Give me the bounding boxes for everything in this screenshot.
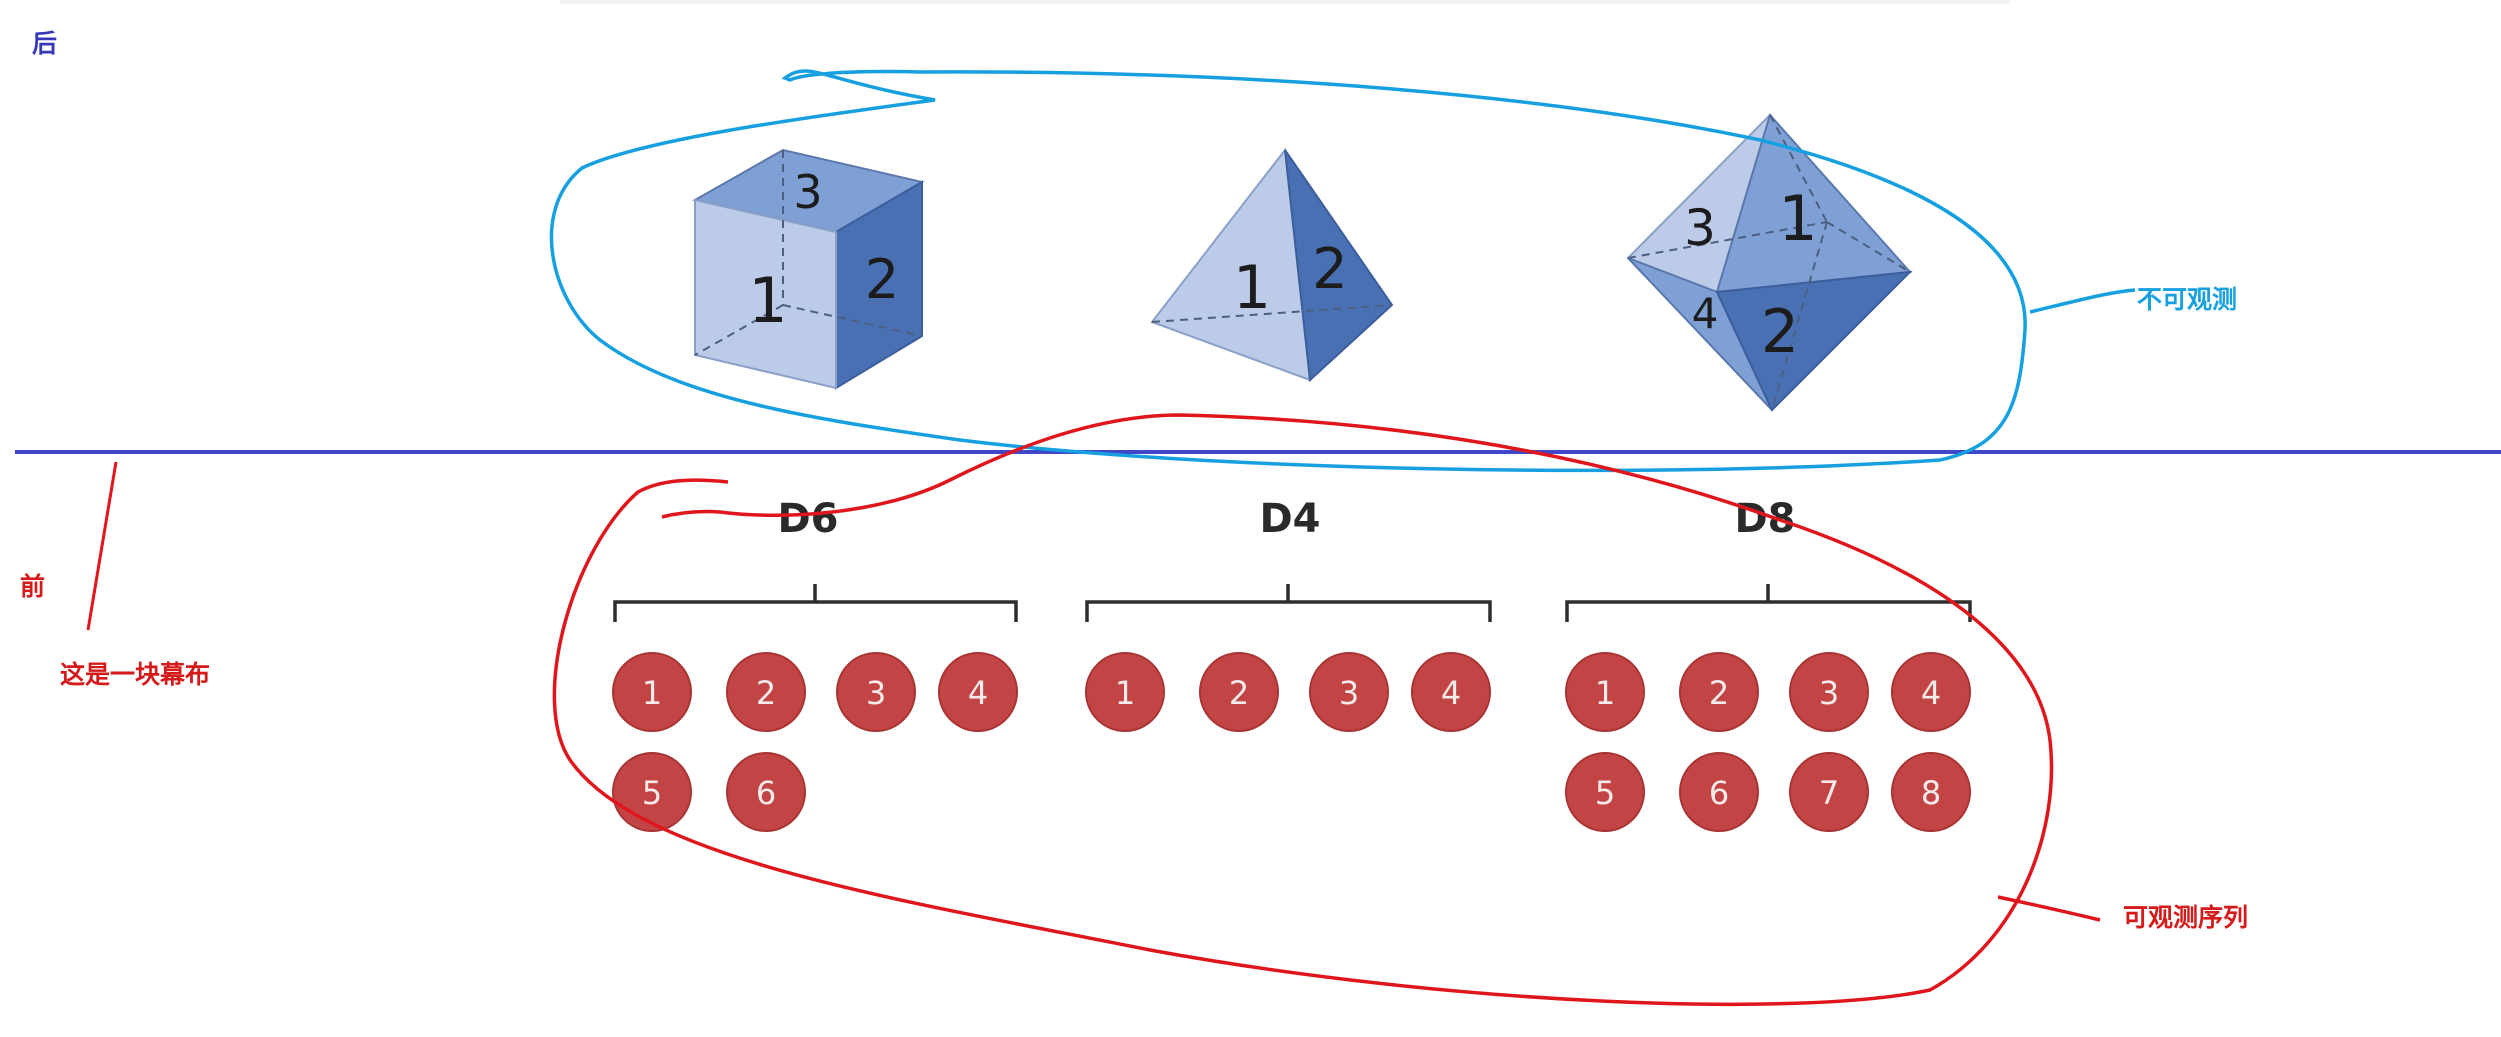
screen-note-pointer	[86, 461, 118, 631]
outcome-ball	[726, 752, 806, 832]
top-strip	[560, 0, 2010, 4]
d4-tetrahedron: 1 2	[1150, 147, 1394, 383]
outcome-ball	[836, 652, 916, 732]
hidden-states-loop	[549, 69, 2027, 473]
outcome-ball-label: 6	[756, 774, 776, 812]
observable-label: 可观测序列	[2123, 903, 2248, 932]
d8-face-number: 3	[1684, 199, 1716, 257]
outcome-ball	[612, 652, 692, 732]
outcome-ball-label: 4	[968, 674, 988, 712]
d6-hidden-edge	[782, 304, 923, 337]
outcome-ball-label: 2	[1709, 674, 1729, 712]
outcome-ball	[1199, 652, 1279, 732]
d8-brace	[1565, 584, 1972, 622]
d8-lower-right-face	[1715, 270, 1913, 412]
d4-face-number: 2	[1312, 237, 1348, 302]
outcome-ball	[1891, 652, 1971, 732]
d6-face-number: 2	[865, 248, 899, 311]
d4-right-face	[1284, 149, 1394, 383]
observable-sequence-loop	[552, 413, 2054, 1007]
d4-face-number: 1	[1233, 253, 1271, 323]
outcome-ball	[1789, 752, 1869, 832]
d6-title: D6	[777, 496, 838, 542]
outcome-ball-label: 1	[1595, 674, 1615, 712]
back-label: 后	[32, 29, 57, 58]
outcome-ball-label: 4	[1441, 674, 1461, 712]
hidden-label-pointer	[2029, 288, 2136, 314]
d8-title: D8	[1734, 496, 1795, 542]
outcome-ball	[1679, 752, 1759, 832]
outcome-ball	[1565, 752, 1645, 832]
outcome-ball-label: 1	[1115, 674, 1135, 712]
braces	[613, 584, 1972, 622]
d8-face-number: 1	[1778, 182, 1817, 255]
outcome-ball-label: 2	[756, 674, 776, 712]
d4-title: D4	[1259, 496, 1320, 542]
outcome-ball	[726, 652, 806, 732]
d8-hidden-edge	[1627, 221, 1828, 259]
outcome-ball-label: 5	[1595, 774, 1615, 812]
outcome-ball	[1085, 652, 1165, 732]
d6-brace	[613, 584, 1018, 622]
d8-hidden-edge	[1826, 221, 1911, 273]
outcome-ball	[1411, 652, 1491, 732]
outcome-ball-label: 8	[1921, 774, 1941, 812]
hidden-label: 不可观测	[2137, 285, 2237, 314]
d4-brace	[1085, 584, 1492, 622]
outcome-ball	[938, 652, 1018, 732]
d6-face-number: 1	[748, 264, 787, 337]
d8-face-number: 2	[1761, 297, 1799, 367]
d8-face-number: 4	[1692, 289, 1719, 338]
d6-face-number: 3	[793, 165, 822, 219]
outcome-balls: 1 2 3 4 5 6 1 2 3 4 1 2 3 4 5 6 7 8	[612, 652, 1971, 832]
outcome-ball	[1891, 752, 1971, 832]
outcome-ball	[1309, 652, 1389, 732]
outcome-ball-label: 5	[642, 774, 662, 812]
outcome-ball-label: 3	[1339, 674, 1359, 712]
d4-hidden-edge	[1151, 304, 1393, 323]
screen-note-label: 这是一块幕布	[60, 660, 210, 689]
outcome-ball	[1679, 652, 1759, 732]
outcome-ball-label: 4	[1921, 674, 1941, 712]
observable-label-pointer	[1997, 895, 2101, 922]
d8-octahedron: 3 1 4 2	[1626, 112, 1913, 412]
outcome-ball-label: 3	[866, 674, 886, 712]
outcome-ball-label: 3	[1819, 674, 1839, 712]
outcome-ball	[1789, 652, 1869, 732]
d8-hidden-edge	[1769, 114, 1828, 223]
outcome-ball-label: 7	[1819, 774, 1839, 812]
outcome-ball	[1565, 652, 1645, 732]
d6-front-face	[694, 198, 837, 390]
outcome-ball-label: 6	[1709, 774, 1729, 812]
outcome-ball-label: 2	[1229, 674, 1249, 712]
d8-hidden-edge	[1771, 221, 1828, 411]
d4-left-face	[1150, 147, 1312, 382]
outcome-ball-label: 1	[642, 674, 662, 712]
front-label: 前	[20, 572, 45, 601]
d6-cube: 3 1 2	[692, 148, 925, 390]
d6-hidden-edge	[694, 304, 784, 356]
